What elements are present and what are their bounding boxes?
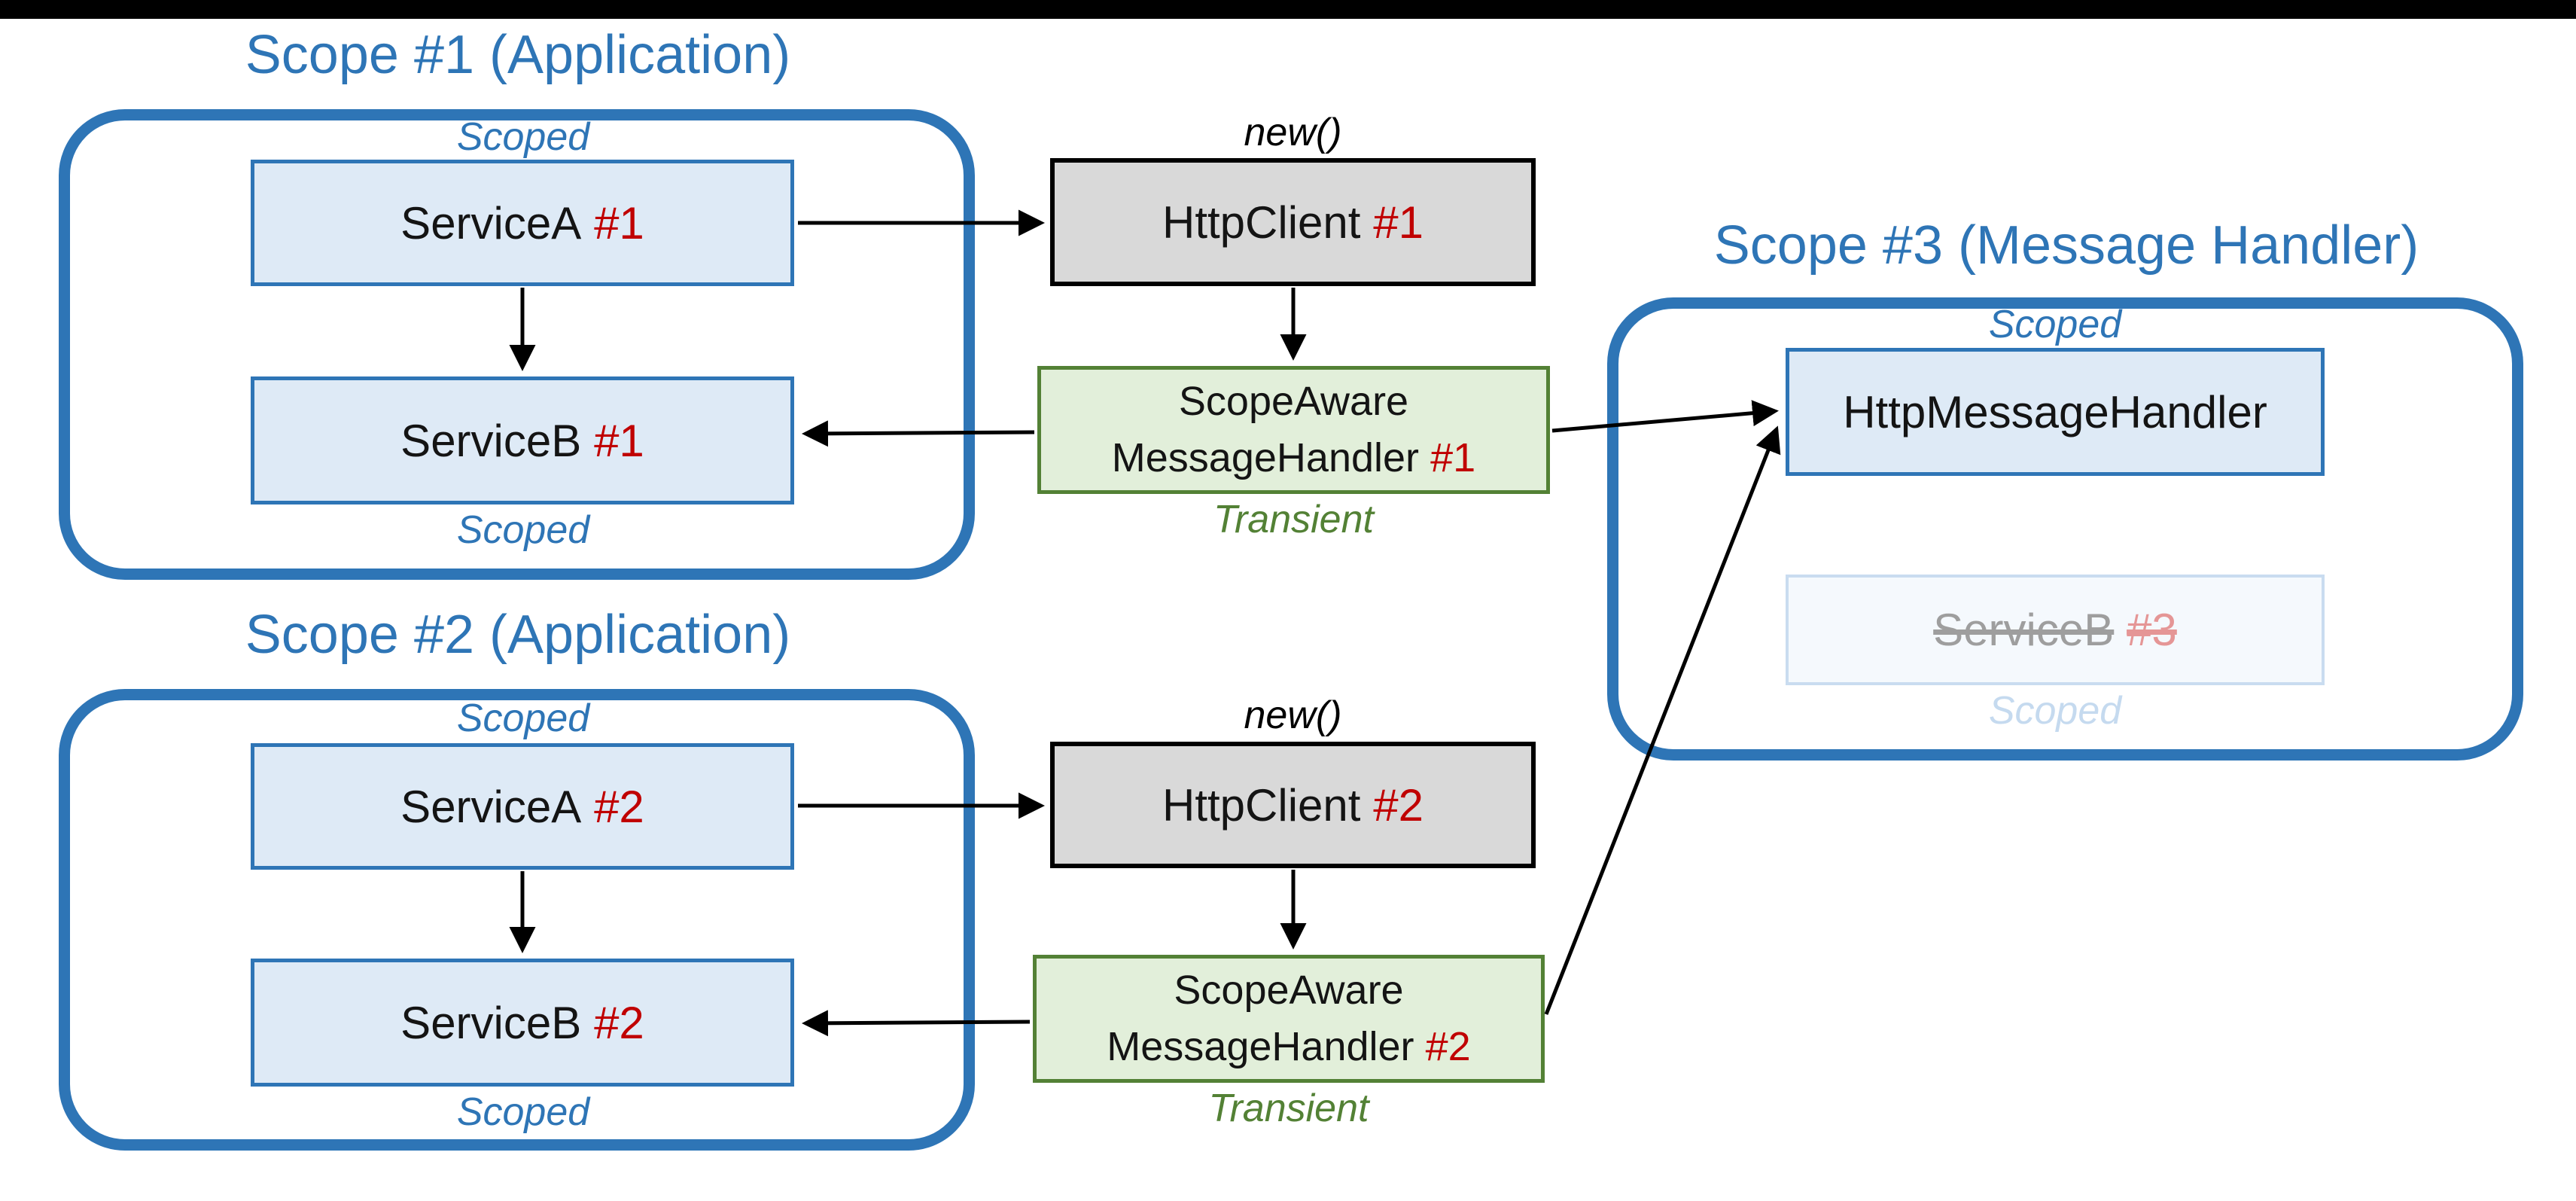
service-a2-instance: #2 bbox=[594, 781, 644, 832]
scopeaware-handler2-line1: ScopeAware bbox=[1174, 968, 1404, 1014]
service-b2-instance: #2 bbox=[594, 997, 644, 1048]
service-b1-box: ServiceB #1 bbox=[251, 376, 794, 504]
scope1-container bbox=[59, 109, 975, 580]
scopeaware-handler1-line2: MessageHandler#1 bbox=[1111, 435, 1476, 480]
httpmessagehandler-label: HttpMessageHandler bbox=[1843, 386, 2267, 437]
httpmessagehandler-box: HttpMessageHandler bbox=[1786, 348, 2325, 476]
service-a2-label: ServiceA bbox=[400, 781, 582, 832]
scope1-title: Scope #1 (Application) bbox=[245, 25, 791, 85]
httpclient1-label: HttpClient bbox=[1162, 197, 1361, 248]
scope2-scoped-top-label: Scoped bbox=[456, 697, 590, 740]
httpclient1-box: HttpClient #1 bbox=[1050, 158, 1536, 286]
service-b3-label: ServiceB bbox=[1933, 605, 2115, 655]
service-b2-label: ServiceB bbox=[400, 997, 582, 1048]
flow2-new-label: new() bbox=[1244, 693, 1342, 737]
scopeaware-handler2-box: ScopeAware MessageHandler#2 bbox=[1033, 955, 1545, 1083]
service-a1-label: ServiceA bbox=[400, 197, 582, 248]
service-a2-box: ServiceA #2 bbox=[251, 743, 794, 870]
scope3-title: Scope #3 (Message Handler) bbox=[1713, 215, 2419, 276]
top-black-bar bbox=[0, 0, 2576, 19]
flow2-transient-label: Transient bbox=[1208, 1087, 1369, 1130]
service-b3-instance: #3 bbox=[2127, 605, 2177, 655]
scopeaware-handler2-line2: MessageHandler#2 bbox=[1107, 1024, 1471, 1069]
scopeaware-handler1-box: ScopeAware MessageHandler#1 bbox=[1037, 366, 1550, 494]
httpclient2-box: HttpClient #2 bbox=[1050, 742, 1536, 868]
scope3-scoped-top-label: Scoped bbox=[1988, 303, 2122, 346]
scope1-scoped-bottom-label: Scoped bbox=[456, 508, 590, 552]
service-b3-box-disposed: ServiceB #3 bbox=[1786, 575, 2325, 685]
service-b2-box: ServiceB #2 bbox=[251, 959, 794, 1087]
httpclient2-label: HttpClient bbox=[1162, 779, 1361, 831]
scope3-scoped-faded-label: Scoped bbox=[1988, 689, 2122, 733]
httpclient1-instance: #1 bbox=[1373, 197, 1423, 248]
flow1-transient-label: Transient bbox=[1213, 498, 1374, 541]
scopeaware-handler1-line1: ScopeAware bbox=[1178, 379, 1409, 425]
flow1-new-label: new() bbox=[1244, 111, 1342, 154]
service-a1-box: ServiceA #1 bbox=[251, 160, 794, 286]
service-b1-label: ServiceB bbox=[400, 415, 582, 466]
scope1-scoped-top-label: Scoped bbox=[456, 115, 590, 159]
scope2-scoped-bottom-label: Scoped bbox=[456, 1090, 590, 1134]
service-b1-instance: #1 bbox=[594, 415, 644, 466]
httpclient2-instance: #2 bbox=[1373, 779, 1423, 831]
scopeaware-handler2-instance: #2 bbox=[1425, 1024, 1471, 1069]
scopeaware-handler1-instance: #1 bbox=[1430, 435, 1476, 480]
service-a1-instance: #1 bbox=[594, 197, 644, 248]
scope3-container bbox=[1607, 297, 2523, 761]
scope2-title: Scope #2 (Application) bbox=[245, 605, 791, 665]
